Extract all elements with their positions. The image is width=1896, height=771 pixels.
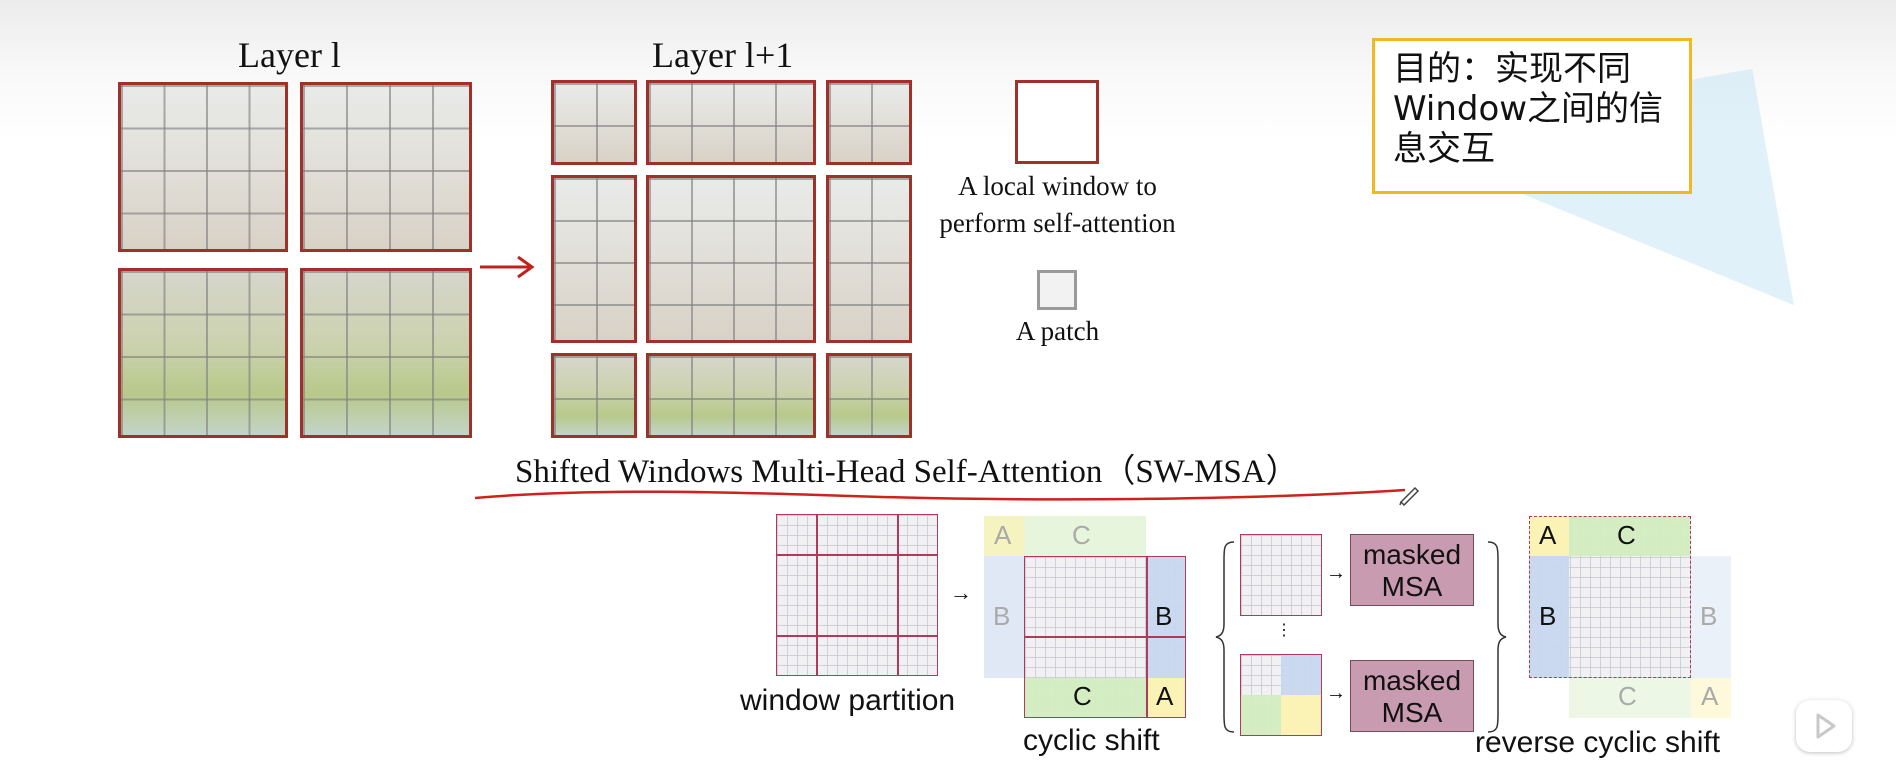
layer-l1-window <box>551 175 637 343</box>
label-b-ghost-right: B <box>1700 601 1718 631</box>
masked-msa-line2: MSA <box>1381 571 1443 602</box>
reverse-shift-border <box>1529 516 1691 678</box>
partition-line <box>776 554 938 556</box>
pen-cursor-icon <box>1399 486 1420 506</box>
layer-l1-window <box>551 353 637 438</box>
label-b-ghost: B <box>993 601 1011 631</box>
region-b-restored <box>1529 556 1569 678</box>
label-c-ghost: C <box>1072 520 1091 550</box>
partition-line <box>1024 636 1186 638</box>
region-c-small <box>1241 695 1281 735</box>
region-c-ghost-bottom <box>1569 678 1691 718</box>
region-b-small <box>1281 655 1321 695</box>
legend-window-line2: perform self-attention <box>939 208 1176 238</box>
region-b <box>1146 556 1186 678</box>
partition-line <box>816 514 818 676</box>
cyclic-shift-label: cyclic shift <box>1023 724 1160 757</box>
arrow-right-icon: → <box>1326 562 1346 584</box>
masked-msa-box-1: masked MSA <box>1350 534 1474 606</box>
purpose-note: 目的：实现不同Window之间的信息交互 <box>1372 38 1692 194</box>
layer-l-window <box>300 82 472 252</box>
arrow-right-icon: → <box>950 580 972 605</box>
window-grid-1 <box>1240 534 1322 616</box>
layer-l1-window <box>826 80 912 165</box>
label-c-ghost-bottom: C <box>1618 681 1637 711</box>
region-a-ghost-corner <box>1691 678 1731 718</box>
label-a-ghost: A <box>994 520 1012 550</box>
annotation-underline <box>474 488 1406 501</box>
layer-l-window <box>118 268 288 438</box>
layer-l1-window <box>646 353 816 438</box>
left-brace <box>1215 541 1235 733</box>
label-c-restored: C <box>1617 520 1636 550</box>
window-partition-grid <box>776 514 938 676</box>
label-a-ghost-corner: A <box>1701 681 1719 711</box>
cyclic-shift-border <box>1024 556 1186 718</box>
layer-l-window <box>300 268 472 438</box>
arrow-right-icon: → <box>1326 682 1346 704</box>
label-b-restored: B <box>1539 601 1557 631</box>
region-c <box>1024 678 1146 718</box>
partition-line <box>1146 556 1148 718</box>
ellipsis: ⋮ <box>1276 622 1292 639</box>
right-brace <box>1487 541 1507 733</box>
label-b: B <box>1155 601 1173 631</box>
layer-l1-window <box>551 80 637 165</box>
reverse-cyclic-shift-label: reverse cyclic shift <box>1475 726 1721 759</box>
layer-l-window <box>118 82 288 252</box>
masked-msa-line1: masked <box>1362 539 1462 570</box>
label-a: A <box>1156 681 1174 711</box>
masked-msa-line1: masked <box>1362 665 1462 696</box>
video-play-icon[interactable] <box>1796 700 1852 752</box>
window-partition-label: window partition <box>740 684 956 717</box>
shift-region-a-ghost <box>984 516 1024 556</box>
layer-l1-window <box>826 353 912 438</box>
layer-l1-window <box>826 175 912 343</box>
region-a-small <box>1281 695 1321 735</box>
region-b-ghost-right <box>1691 556 1731 678</box>
masked-msa-line2: MSA <box>1381 697 1443 728</box>
legend-patch-swatch <box>1037 270 1077 310</box>
arrow-right-icon <box>480 255 535 279</box>
legend-window-swatch <box>1015 80 1099 164</box>
legend-window-text: A local window to perform self-attention <box>915 168 1200 242</box>
region-a-restored <box>1529 516 1569 556</box>
layer-l1-window <box>646 175 816 343</box>
label-a-restored: A <box>1539 520 1557 550</box>
label-c: C <box>1073 681 1092 711</box>
legend-patch-label: A patch <box>1015 316 1100 346</box>
region-c-restored <box>1569 516 1691 556</box>
masked-msa-box-2: masked MSA <box>1350 660 1474 732</box>
layer-l-title: Layer l <box>238 35 341 75</box>
legend-window-line1: A local window to <box>958 171 1157 201</box>
layer-l1-window <box>646 80 816 165</box>
sw-msa-caption: Shifted Windows Multi-Head Self-Attentio… <box>515 454 1299 490</box>
region-a <box>1146 678 1186 718</box>
partition-line <box>897 514 899 676</box>
layer-l1-title: Layer l+1 <box>652 35 794 75</box>
shift-region-b-ghost <box>984 556 1024 678</box>
partition-line <box>776 635 938 637</box>
